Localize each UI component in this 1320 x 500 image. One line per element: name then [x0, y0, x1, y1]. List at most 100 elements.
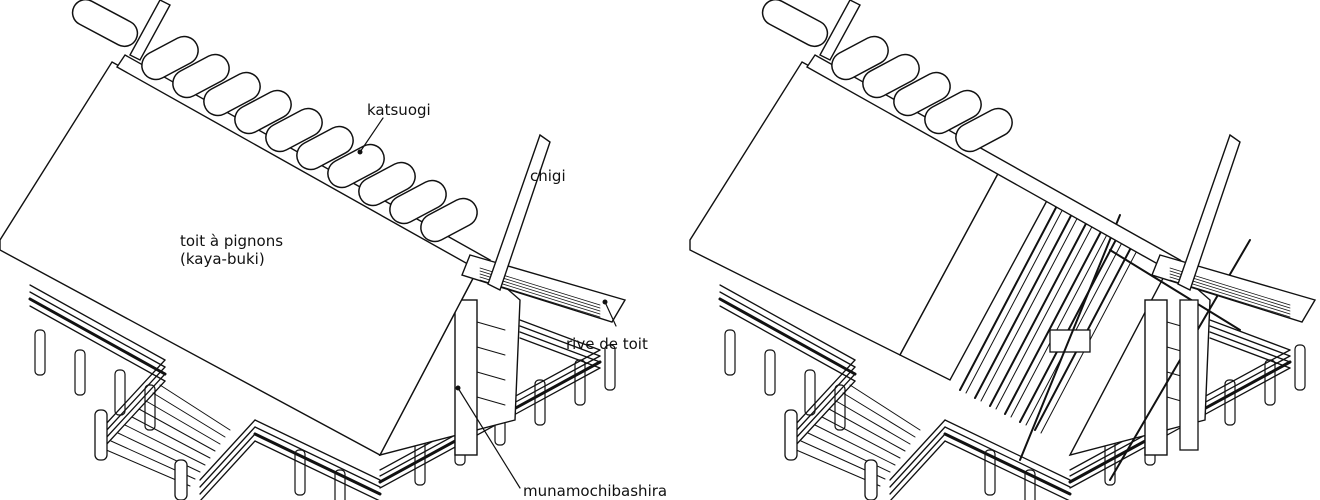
rafter: [965, 202, 1067, 394]
munamochibashira-post: [454, 299, 478, 456]
support-post: [604, 344, 616, 391]
label-roof: toit à pignons: [180, 232, 284, 250]
railing-beam: [254, 426, 381, 488]
leader-rive-de-toit: [604, 301, 617, 327]
katsuogi-log: [296, 125, 354, 171]
railing-beam: [944, 440, 1070, 500]
katsuogi-log: [420, 197, 478, 243]
railing-beam: [253, 432, 382, 496]
ridge-cap: [761, 0, 829, 48]
railing-beam: [890, 440, 946, 500]
rafter: [995, 218, 1097, 410]
support-post: [144, 384, 156, 431]
railing-beam: [519, 319, 601, 351]
stair-step: [138, 408, 216, 452]
railing-beam: [794, 366, 856, 433]
stair-step: [828, 408, 906, 452]
chigi-beam: [1177, 133, 1241, 291]
support-post: [74, 349, 86, 396]
leader-munamochibashira-dot: [455, 385, 461, 391]
katsuogi-log: [172, 53, 230, 99]
katsuogi-log: [893, 71, 951, 117]
railing-beam: [794, 373, 856, 440]
katsuogi-log: [924, 89, 982, 135]
leader-rive-de-toit-dot: [602, 299, 608, 305]
label-katsuogi: katsuogi: [367, 101, 431, 119]
railing-beam: [519, 325, 601, 357]
support-post: [534, 379, 546, 426]
katsuogi-log: [831, 35, 889, 81]
railing-beam: [1209, 337, 1291, 369]
stair-step: [131, 416, 211, 459]
railing-beam: [719, 284, 856, 361]
railing-beam: [104, 373, 166, 440]
corner-post: [1179, 299, 1199, 451]
stair-step: [849, 384, 921, 431]
railing-beam: [1209, 325, 1291, 357]
railing-beam: [718, 297, 857, 376]
leader-munamochibashira: [457, 387, 521, 489]
katsuogi-log: [862, 53, 920, 99]
railing-beam: [379, 367, 601, 489]
stair-step: [835, 400, 911, 445]
label-munamochibashira: munamochibashira: [523, 482, 668, 500]
railing-beam: [889, 419, 946, 481]
katsuogi-log: [141, 35, 199, 81]
railing-beam: [104, 380, 166, 447]
support-post: [1294, 344, 1306, 391]
railing-beam: [794, 359, 856, 426]
stair-step: [152, 392, 226, 438]
stair-step: [814, 424, 896, 466]
newel-post: [174, 459, 188, 500]
railing-beam: [29, 284, 166, 361]
stair-step: [159, 384, 231, 431]
rafter: [980, 210, 1082, 402]
railing-beam: [1209, 319, 1291, 351]
railing-beam: [29, 305, 166, 382]
support-post: [834, 384, 846, 431]
stair-step: [124, 424, 206, 466]
rafter: [1040, 242, 1142, 434]
railing-beam: [943, 432, 1072, 496]
railing-beam: [200, 440, 256, 500]
rafter: [1019, 231, 1121, 423]
support-post: [724, 329, 736, 376]
rafter: [974, 207, 1076, 399]
frame-beam: [1109, 249, 1241, 331]
chigi-beam-back: [819, 0, 861, 61]
railing-beam: [519, 331, 601, 363]
katsuogi-log: [358, 161, 416, 207]
tie-beam: [1049, 329, 1091, 353]
rafter: [1004, 223, 1106, 415]
railing-beam: [199, 419, 256, 481]
katsuogi-log: [389, 179, 447, 225]
rafter: [1010, 226, 1112, 418]
katsuogi-log: [234, 89, 292, 135]
railing-beam: [254, 419, 381, 481]
stair-step: [842, 392, 916, 438]
rafter: [989, 215, 1091, 407]
railing-beam: [889, 426, 946, 488]
ridge-cap: [71, 0, 139, 48]
railing-beam: [944, 419, 1071, 481]
railing-beam: [104, 359, 166, 426]
stair-step: [117, 432, 201, 473]
railing-beam: [794, 380, 856, 447]
leader-katsuogi-dot: [357, 149, 363, 155]
leader-katsuogi: [359, 117, 384, 153]
stair-step: [821, 416, 901, 459]
munamochibashira-post: [1144, 299, 1168, 456]
newel-post: [94, 409, 108, 461]
support-post: [1224, 379, 1236, 426]
railing-beam: [519, 337, 601, 369]
brace: [1019, 214, 1121, 461]
newel-post: [784, 409, 798, 461]
railing-beam: [199, 426, 256, 488]
railing-beam: [254, 440, 380, 500]
railing-beam: [1209, 331, 1291, 363]
railing-beam: [889, 433, 946, 495]
railing-beam: [944, 426, 1071, 488]
label-chigi: chigi: [530, 167, 566, 185]
